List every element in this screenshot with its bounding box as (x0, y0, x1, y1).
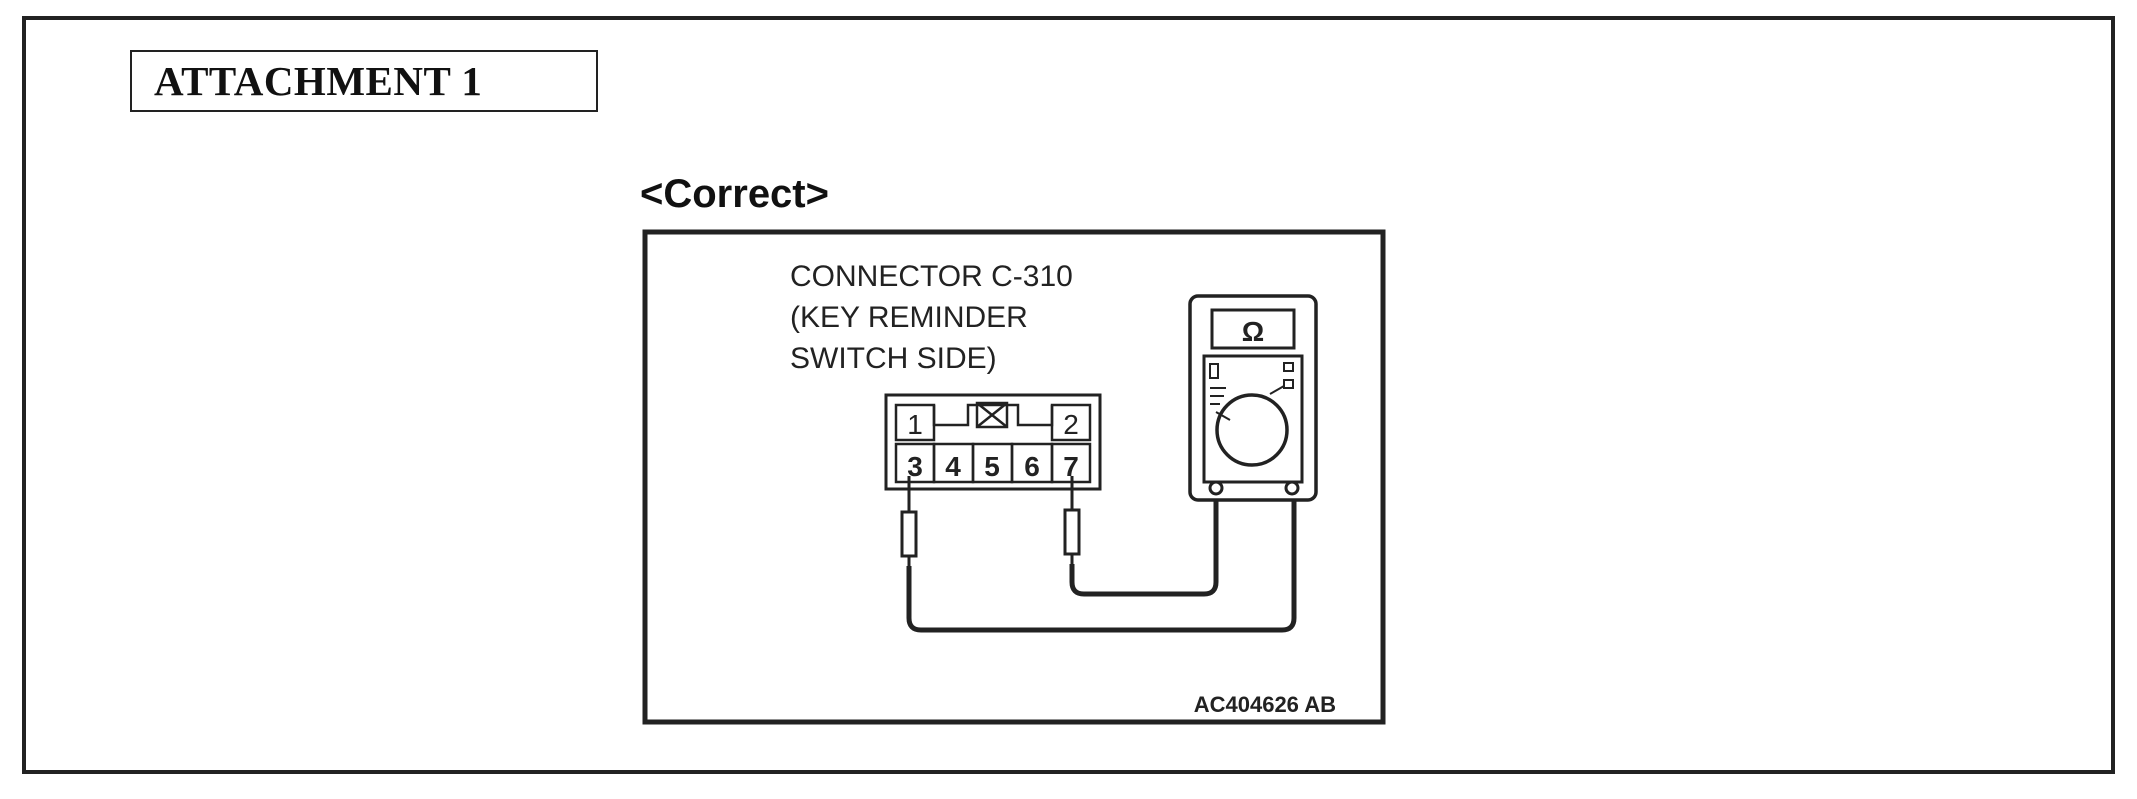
pin-1: 1 (907, 409, 923, 440)
pin-7: 7 (1063, 451, 1079, 482)
test-lead-long (906, 490, 1297, 633)
diagram-frame (642, 229, 1386, 725)
connector-label-line-1: CONNECTOR C-310 (790, 260, 1073, 293)
correct-label: <Correct> (640, 172, 829, 216)
multimeter-icon (1188, 294, 1318, 502)
figure-code: AC404626 AB (1194, 692, 1336, 717)
pin-6: 6 (1024, 451, 1040, 482)
attachment-title: ATTACHMENT 1 (130, 50, 598, 112)
connector-label-line-3: SWITCH SIDE) (790, 342, 997, 375)
connector-label-line-2: (KEY REMINDER (790, 301, 1028, 334)
probe-left (900, 476, 918, 566)
pin-4: 4 (945, 451, 961, 482)
ohm-symbol: Ω (1242, 316, 1264, 347)
probe-right (1063, 476, 1081, 564)
connector-c310 (884, 393, 1102, 491)
pin-5: 5 (984, 451, 1000, 482)
test-lead-short (1069, 490, 1219, 597)
pin-2: 2 (1063, 409, 1079, 440)
pin-3: 3 (907, 451, 923, 482)
page-border (22, 16, 2115, 774)
blocked-cavity-icon (975, 401, 1009, 429)
